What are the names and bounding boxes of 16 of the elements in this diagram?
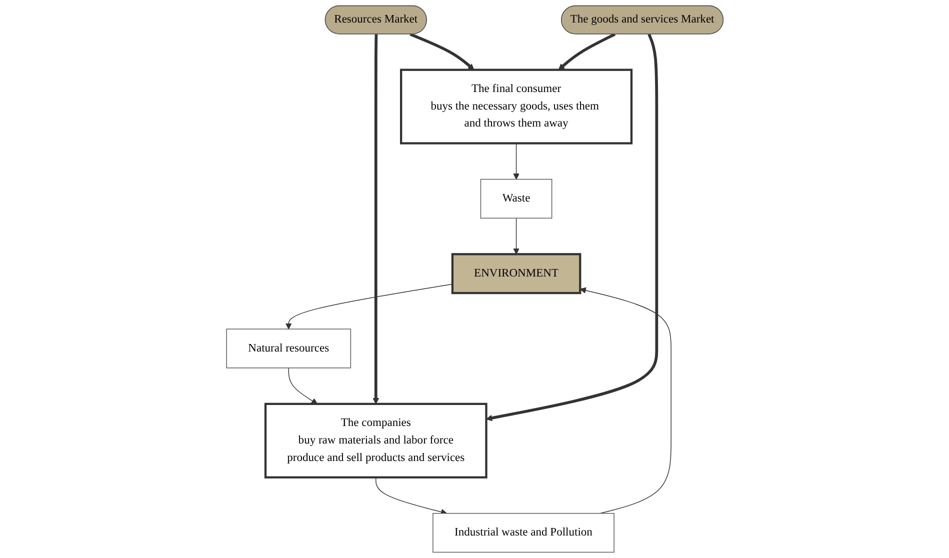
arrow bbox=[372, 34, 379, 404]
arrow bbox=[486, 34, 658, 422]
node-box: Industrial waste and Pollution bbox=[432, 513, 614, 553]
arrow bbox=[558, 32, 616, 70]
arrow bbox=[375, 477, 447, 516]
arrow bbox=[288, 368, 318, 404]
node-box: ENVIRONMENT bbox=[451, 253, 581, 294]
node-box: Natural resources bbox=[226, 328, 351, 368]
node-box: Waste bbox=[480, 178, 552, 219]
arrow bbox=[512, 142, 520, 180]
arrow bbox=[285, 284, 452, 330]
node-box: The final consumer buys the necessary goods, uses them and throws them away bbox=[400, 68, 632, 144]
arrow bbox=[579, 287, 672, 514]
node-box: The companies buy raw materials and labor force produce and sell products and services bbox=[264, 402, 487, 478]
arrow bbox=[512, 218, 520, 254]
arrow bbox=[409, 32, 474, 70]
